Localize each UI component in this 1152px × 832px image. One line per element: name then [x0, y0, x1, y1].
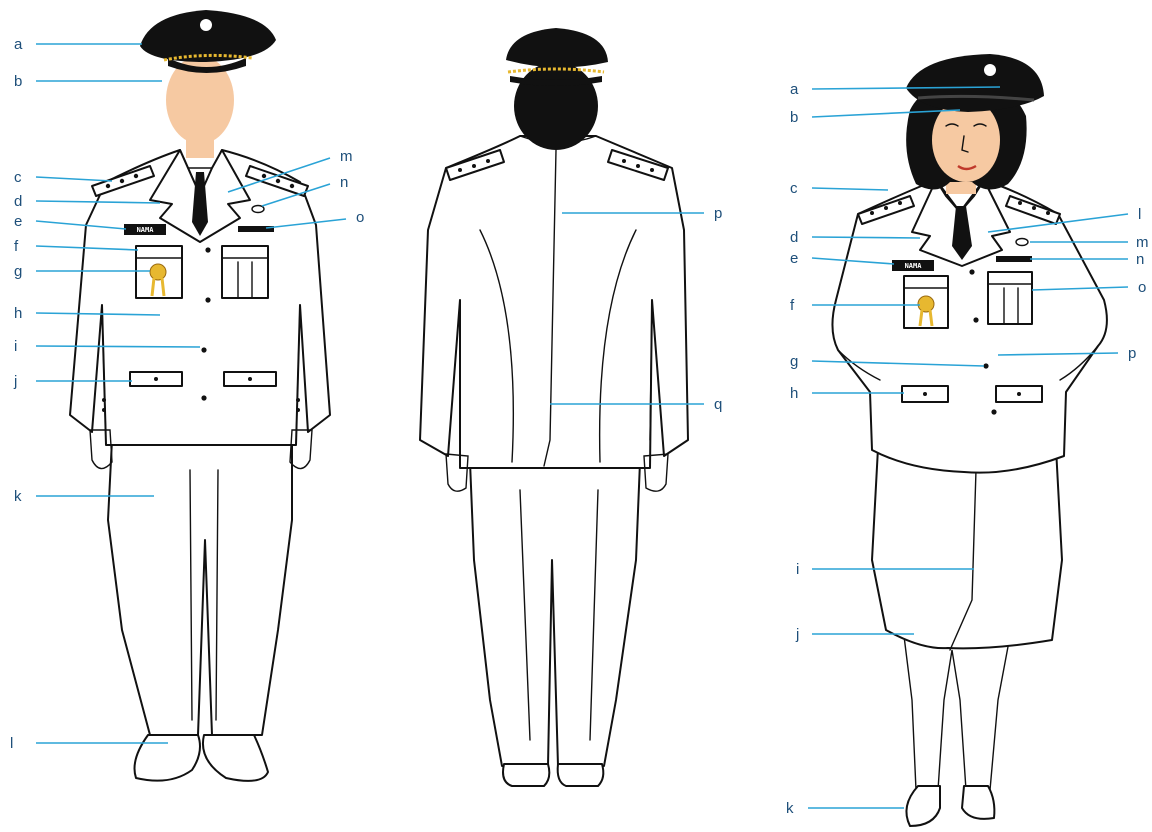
female-label-d: d — [790, 229, 798, 246]
male-cap-emblem — [200, 19, 212, 31]
female-front-figure: NAMA — [832, 54, 1106, 826]
back-label-p: p — [714, 205, 722, 222]
female-label-g: g — [790, 353, 798, 370]
female-cap-emblem — [984, 64, 996, 76]
male-right-shoe — [203, 735, 268, 781]
female-label-p: p — [1128, 345, 1136, 362]
male-label-c: c — [14, 169, 22, 186]
female-label-f: f — [790, 297, 795, 314]
male-label-d: d — [14, 193, 22, 210]
female-label-m: m — [1136, 234, 1149, 251]
male-label-g: g — [14, 263, 22, 280]
male-trousers — [108, 440, 292, 735]
back-label-q: q — [714, 396, 722, 413]
female-label-c: c — [790, 180, 798, 197]
male-name-tag-text: NAMA — [137, 226, 155, 234]
female-label-b: b — [790, 109, 798, 126]
back-trousers — [470, 462, 640, 766]
male-label-a: a — [14, 36, 23, 53]
male-badge — [150, 264, 166, 280]
male-label-m: m — [340, 148, 353, 165]
female-label-h: h — [790, 385, 798, 402]
male-left-shoe — [135, 735, 201, 781]
male-label-j: j — [13, 373, 17, 390]
male-label-h: h — [14, 305, 22, 322]
male-label-e: e — [14, 213, 22, 230]
male-back-figure — [420, 28, 688, 786]
back-cap — [506, 28, 608, 68]
male-label-i: i — [14, 338, 17, 355]
female-label-a: a — [790, 81, 799, 98]
male-label-o: o — [356, 209, 364, 226]
female-name-tag-text: NAMA — [905, 262, 923, 270]
female-cap — [906, 54, 1044, 112]
female-label-k: k — [786, 800, 794, 817]
female-badge — [918, 296, 934, 312]
female-label-n: n — [1136, 251, 1144, 268]
male-label-n: n — [340, 174, 348, 191]
female-label-i: i — [796, 561, 799, 578]
female-legs — [904, 636, 1010, 790]
female-skirt — [872, 448, 1062, 648]
female-label-l: l — [1138, 206, 1141, 223]
male-label-l: l — [10, 735, 13, 752]
female-label-o: o — [1138, 279, 1146, 296]
female-label-e: e — [790, 250, 798, 267]
male-cap — [140, 10, 276, 62]
male-front-figure: NAMA — [70, 10, 330, 781]
male-label-f: f — [14, 238, 19, 255]
female-label-j: j — [795, 626, 799, 643]
male-label-k: k — [14, 488, 22, 505]
male-label-b: b — [14, 73, 22, 90]
